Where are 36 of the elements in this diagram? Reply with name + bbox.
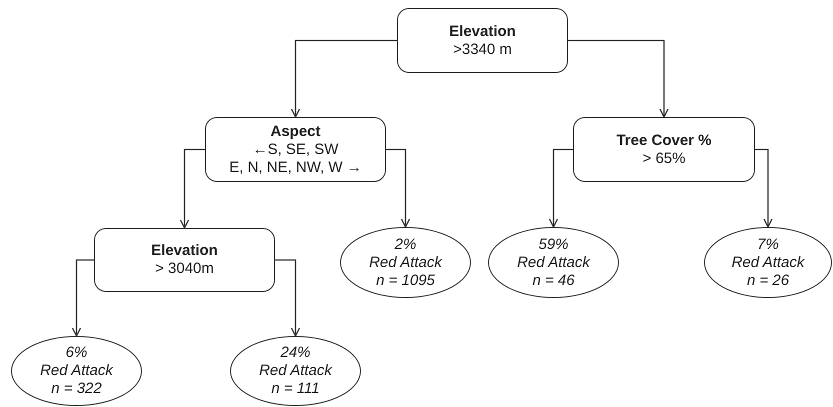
- leaf-text: 24%: [280, 344, 311, 362]
- leaf-text: Red Attack: [369, 254, 442, 272]
- decision-box: [397, 8, 568, 73]
- split-variable: Elevation: [449, 22, 516, 40]
- split-variable: Aspect: [270, 122, 321, 140]
- leaf-text: Red Attack: [259, 362, 332, 380]
- leaf-text: 7%: [757, 236, 779, 254]
- leaf-text: n = 26: [746, 272, 790, 290]
- arrow: [548, 148, 573, 228]
- decision-box: [573, 117, 755, 182]
- decision-box: [205, 117, 386, 182]
- leaf-text: Red Attack: [40, 362, 113, 380]
- arrow: [180, 148, 205, 229]
- split-condition: > 3040m: [155, 260, 214, 278]
- leaf-text: n = 111: [271, 380, 320, 398]
- arrow: [755, 148, 773, 228]
- split-condition: > 65%: [642, 150, 686, 168]
- split-condition: >3340 m: [453, 40, 512, 58]
- arrow: [72, 259, 94, 337]
- leaf-text: 2%: [394, 236, 416, 254]
- arrow: [386, 148, 410, 228]
- split-condition: E, N, NE, NW, W →: [229, 158, 362, 176]
- arrow: [275, 259, 300, 337]
- leaf-text: n = 46: [532, 272, 575, 290]
- split-variable: Elevation: [151, 242, 218, 260]
- arrow: [568, 40, 669, 118]
- leaf-text: n = 322: [51, 380, 102, 398]
- leaf-text: Red Attack: [517, 254, 590, 272]
- leaf-text: Red Attack: [732, 254, 804, 272]
- arrow: [290, 40, 397, 118]
- leaf-text: n = 1095: [376, 272, 435, 290]
- leaf-text: 59%: [538, 236, 569, 254]
- split-condition: ←S, SE, SW: [252, 140, 338, 158]
- decision-box: [94, 228, 275, 292]
- leaf-text: 6%: [66, 344, 88, 362]
- split-variable: Tree Cover %: [616, 132, 712, 150]
